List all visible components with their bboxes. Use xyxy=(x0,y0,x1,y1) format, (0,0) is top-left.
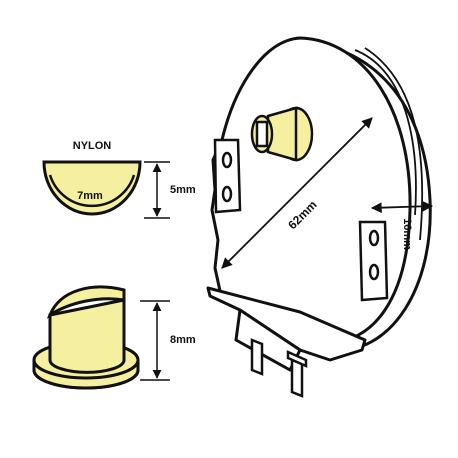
nylon-shaft-section xyxy=(42,160,142,216)
material-label: NYLON xyxy=(73,140,112,152)
nylon-shaft-3d xyxy=(32,285,140,390)
mounting-tab-left xyxy=(213,138,242,214)
mounting-tab-right xyxy=(358,220,389,302)
shaft-height-label: 8mm xyxy=(170,334,196,346)
diameter-dimension xyxy=(221,117,373,269)
flat-width-label: 7mm xyxy=(77,190,103,202)
motor-shaft xyxy=(250,106,314,162)
thickness-label: 16mm xyxy=(401,218,413,250)
shaft-height-dimension xyxy=(140,300,170,381)
thickness-dimension xyxy=(370,200,434,214)
base-bracket xyxy=(206,286,367,372)
flat-height-dimension xyxy=(144,161,170,219)
flat-height-label: 5mm xyxy=(170,184,196,196)
terminals xyxy=(250,338,308,398)
